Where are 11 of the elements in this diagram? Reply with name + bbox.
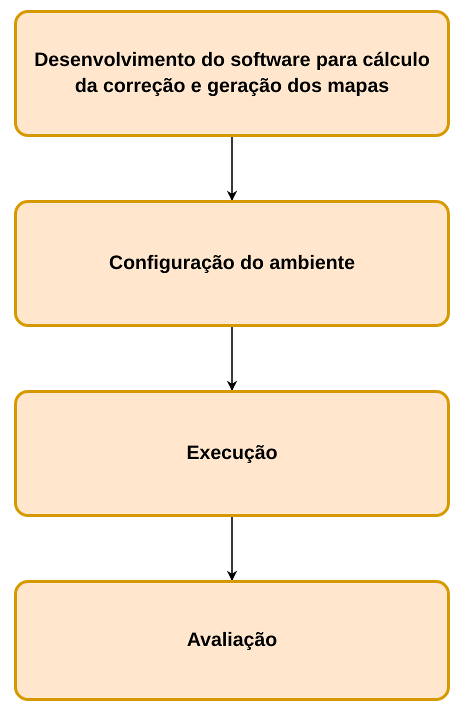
- process-box: [14, 580, 450, 701]
- box-label: Configuração do ambiente: [109, 250, 355, 276]
- arrow: [226, 137, 238, 202]
- process-box: [14, 10, 450, 137]
- process-box: [14, 200, 450, 327]
- box-label: Desenvolvimento do software para cálculo da correção e geração dos mapas: [33, 48, 431, 98]
- arrow: [226, 327, 238, 392]
- box-label: Execução: [186, 440, 278, 466]
- box-label: Avaliação: [186, 628, 278, 653]
- arrow: [226, 517, 238, 582]
- process-box: [14, 390, 450, 517]
